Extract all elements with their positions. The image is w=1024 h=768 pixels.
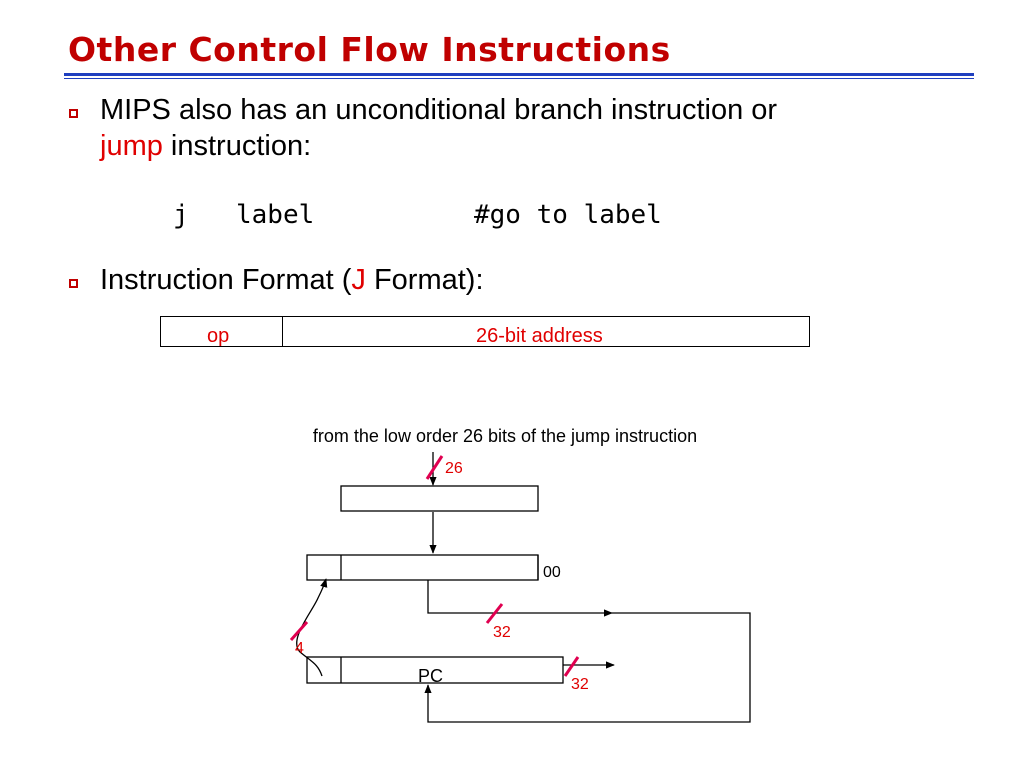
- bullet-square-icon: [69, 109, 78, 118]
- width-32-mid-label: 32: [493, 624, 511, 641]
- bullet-1-tail: instruction:: [162, 130, 312, 162]
- bullet-1-text: MIPS also has an unconditional branch in…: [100, 94, 778, 126]
- width-26-slash: [425, 455, 444, 480]
- title-underline-thin: [64, 78, 974, 79]
- page-title: Other Control Flow Instructions: [68, 30, 671, 69]
- j-format-divider: [282, 316, 283, 347]
- width-4-label: 4: [295, 640, 304, 657]
- address-field-label: 26-bit address: [476, 325, 603, 347]
- pc-feedback-path: [424, 612, 751, 723]
- bullet-1-line-1: MIPS also has an unconditional branch in…: [100, 92, 777, 128]
- shift-bits-label: 00: [543, 564, 561, 581]
- instruction-bits-register: [340, 485, 539, 512]
- width-4-slash: [289, 621, 309, 641]
- j-format-box: [160, 316, 810, 347]
- bullet-2-prefix: Instruction Format (: [100, 264, 352, 296]
- jump-target-register: [306, 554, 539, 581]
- width-32-out-label: 32: [571, 676, 589, 693]
- title-underline: [64, 73, 974, 76]
- pc-label: PC: [418, 666, 443, 686]
- diagram-caption: from the low order 26 bits of the jump i…: [313, 426, 697, 446]
- bullet-1-line-2: jump instruction:: [100, 128, 311, 164]
- width-32-out-slash: [563, 656, 580, 677]
- bullet-2-line: Instruction Format (J Format):: [100, 262, 484, 298]
- j-format-letter: J: [351, 264, 366, 296]
- jump-target-path: [427, 580, 613, 617]
- width-26-label: 26: [445, 460, 463, 477]
- pc-register: [306, 656, 564, 684]
- bullet-square-icon: [69, 279, 78, 288]
- jump-keyword: jump: [100, 130, 163, 162]
- op-field-label: op: [207, 325, 230, 347]
- width-32-mid-slash: [485, 603, 504, 624]
- code-operand: label: [236, 200, 315, 230]
- code-comment: #go to label: [474, 200, 662, 230]
- bullet-2-suffix: Format):: [365, 264, 484, 296]
- code-opcode: j: [173, 200, 189, 230]
